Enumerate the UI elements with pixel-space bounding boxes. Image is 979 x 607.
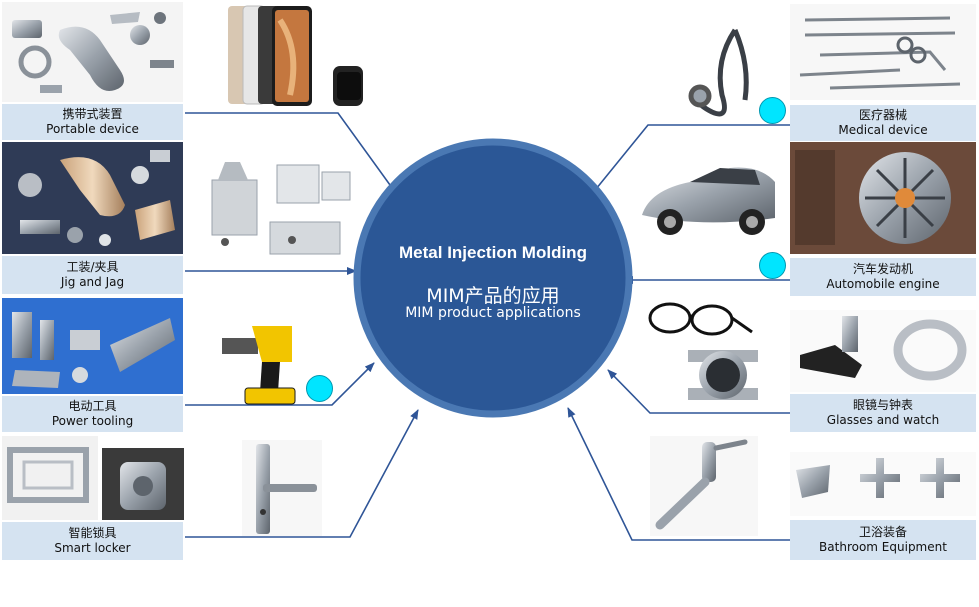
label-cn: 卫浴装备: [858, 525, 907, 539]
label-portable-device: 携带式装置 Portable device: [2, 104, 183, 140]
label-en: Smart locker: [54, 541, 131, 555]
label-cn: 眼镜与钟表: [852, 398, 913, 412]
label-cn: 电动工具: [68, 399, 117, 413]
power-parts-photo: [2, 298, 183, 394]
hub-title: Metal Injection Molding: [399, 243, 587, 262]
label-cn: 医疗器械: [858, 108, 907, 122]
cylinders-photo: [211, 162, 351, 255]
label-medical-device: 医疗器械 Medical device: [790, 105, 976, 141]
door-handle-photo: [242, 440, 322, 536]
hub-circle: [353, 138, 633, 418]
label-en: Jig and Jag: [60, 275, 125, 289]
label-power-tooling: 电动工具 Power tooling: [2, 396, 183, 432]
jig-parts-photo: [2, 142, 183, 254]
connector-lines: [185, 112, 790, 541]
stethoscope-photo: [688, 28, 749, 117]
label-glasses-and-watch: 眼镜与钟表 Glasses and watch: [790, 394, 976, 432]
portable-parts-photo: [2, 2, 183, 102]
label-en: Glasses and watch: [826, 413, 940, 427]
bathroom-parts-photo: [790, 452, 976, 516]
glasses-parts-photo: [790, 310, 976, 392]
car-photo: [642, 167, 775, 235]
watch-photo: [688, 350, 758, 400]
connector-locker: [185, 409, 419, 538]
medical-instruments-photo: [790, 4, 976, 100]
locker-parts-photo: [2, 436, 184, 520]
marker-dot-power: [306, 375, 333, 402]
label-en: Power tooling: [51, 414, 134, 428]
connector-medical: [582, 124, 790, 206]
label-automobile-engine: 汽车发动机 Automobile engine: [790, 258, 976, 296]
hub-subtitle-en: MIM product applications: [405, 305, 581, 321]
label-cn: 携带式装置: [62, 107, 123, 121]
connector-glasses: [607, 369, 790, 414]
connector-power: [185, 362, 375, 406]
label-cn: 汽车发动机: [852, 262, 913, 276]
label-en: Medical device: [838, 123, 928, 137]
connector-bathroom: [567, 407, 790, 541]
drill-photo: [222, 326, 296, 405]
connector-portable: [185, 112, 404, 204]
phone-watch-photo: [228, 5, 363, 106]
label-en: Bathroom Equipment: [819, 540, 947, 554]
turbo-photo: [790, 142, 976, 254]
label-cn: 智能锁具: [68, 526, 117, 540]
label-smart-locker: 智能锁具 Smart locker: [2, 522, 183, 560]
label-jig-and-jag: 工装/夹具 Jig and Jag: [2, 256, 183, 294]
marker-dot-auto: [759, 252, 786, 279]
label-en: Automobile engine: [826, 277, 940, 291]
label-bathroom-equipment: 卫浴装备 Bathroom Equipment: [790, 520, 976, 560]
faucet-photo: [650, 436, 758, 536]
marker-dot-medical: [759, 97, 786, 124]
label-en: Portable device: [46, 122, 139, 136]
hub-subtitle-cn: MIM产品的应用: [426, 285, 560, 307]
label-cn: 工装/夹具: [66, 260, 119, 274]
glasses-photo: [648, 302, 753, 336]
